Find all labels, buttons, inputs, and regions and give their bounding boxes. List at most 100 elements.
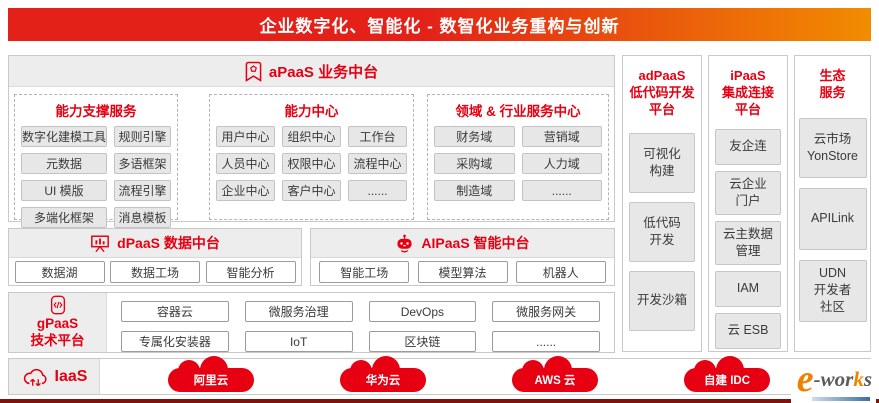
- service-chip: IAM: [715, 270, 781, 307]
- cloud-label: 自建 IDC: [704, 374, 750, 387]
- service-chip: 客户中心: [282, 180, 341, 201]
- badge-bookmark-icon: [245, 61, 262, 82]
- adpaas-panel: adPaaS 低代码开发 平台 可视化 构建 低代码 开发 开发沙箱: [622, 55, 702, 352]
- service-chip: 人员中心: [216, 153, 275, 174]
- cloud-shape: AWS 云: [512, 355, 598, 392]
- domain-industry-group: 领域 & 行业服务中心 财务域 营销域 采购域 人力域 制造域 ......: [427, 94, 609, 220]
- service-chip: 智能分析: [205, 261, 296, 283]
- code-icon: [48, 295, 68, 315]
- cloud-label: AWS 云: [534, 374, 576, 387]
- aipaas-body: 智能工场 模型算法 机器人: [311, 258, 614, 286]
- service-chip: 模型算法: [417, 261, 508, 283]
- gpaas-panel: gPaaS 技术平台 容器云 微服务治理 DevOps 微服务网关 专属化安装器…: [8, 292, 615, 353]
- service-chip: 云主数据 管理: [715, 220, 781, 265]
- apaas-header: aPaaS 业务中台: [9, 56, 614, 87]
- service-chip: IoT: [244, 331, 353, 352]
- ipaas-panel: iPaaS 集成连接 平台 友企连 云企业 门户 云主数据 管理 IAM 云 E…: [708, 55, 788, 352]
- service-chip: 规则引擎: [114, 126, 171, 147]
- service-chip: 财务域: [434, 126, 515, 147]
- eworks-logo-k: k: [853, 366, 864, 391]
- presentation-chart-icon: [90, 234, 110, 253]
- service-chip: 云企业 门户: [715, 170, 781, 215]
- eworks-logo-underline: [812, 397, 870, 401]
- service-chip: 开发沙箱: [629, 270, 695, 331]
- service-chip: 云 ESB: [715, 312, 781, 349]
- aipaas-title: AIPaaS 智能中台: [421, 235, 530, 251]
- page-title: 企业数字化、智能化 - 数智化业务重构与创新: [259, 17, 620, 36]
- cloud-shape: 阿里云: [168, 355, 254, 392]
- aipaas-header: AIPaaS 智能中台: [311, 229, 614, 258]
- eworks-logo-e: e: [796, 358, 814, 400]
- service-chip: 用户中心: [216, 126, 275, 147]
- service-chip: 微服务网关: [492, 301, 600, 322]
- service-chip: 云市场 YonStore: [798, 117, 867, 178]
- capability-support-group: 能力支撑服务 数字化建模工具 规则引擎 元数据 多语框架 UI 模版 流程引擎 …: [14, 94, 178, 228]
- service-chip: 数据工场: [110, 261, 200, 283]
- cloud-label: 华为云: [365, 374, 401, 387]
- group-title: 能力中心: [284, 104, 339, 119]
- service-chip: 智能工场: [319, 261, 410, 283]
- service-chip: UDN 开发者 社区: [798, 259, 867, 322]
- service-chip: 数字化建模工具: [21, 126, 108, 147]
- service-chip: 容器云: [121, 301, 229, 322]
- service-chip: 权限中心: [282, 153, 341, 174]
- robot-icon: [395, 234, 414, 253]
- group-title: 领域 & 行业服务中心: [455, 104, 581, 119]
- service-chip: 多语框架: [114, 153, 171, 174]
- service-chip: ......: [492, 331, 600, 352]
- service-chip: 低代码 开发: [629, 201, 695, 262]
- service-chip: 流程中心: [348, 153, 407, 174]
- service-chip: 组织中心: [282, 126, 341, 147]
- service-chip: 元数据: [21, 153, 108, 174]
- cloud-transfer-icon: [21, 366, 49, 388]
- service-chip: 专属化安装器: [121, 331, 229, 352]
- service-chip: ......: [521, 180, 602, 201]
- ipaas-title: iPaaS 集成连接 平台: [721, 68, 774, 117]
- eworks-logo-text: -wor: [813, 366, 854, 391]
- cloud-label: 阿里云: [193, 374, 229, 387]
- iaas-title: IaaS: [54, 367, 88, 385]
- gpaas-title: gPaaS 技术平台: [30, 316, 85, 348]
- eco-services-panel: 生态 服务 云市场 YonStore APILink UDN 开发者 社区: [794, 55, 871, 352]
- service-chip: 人力域: [521, 153, 602, 174]
- group-title: 能力支撑服务: [55, 104, 137, 119]
- service-chip: DevOps: [368, 301, 477, 322]
- service-chip: 多端化框架: [21, 207, 108, 228]
- eco-services-title: 生态 服务: [819, 68, 846, 100]
- service-chip: ......: [348, 180, 407, 201]
- dpaas-panel: dPaaS 数据中台 数据湖 数据工场 智能分析: [8, 228, 302, 286]
- aipaas-panel: AIPaaS 智能中台 智能工场 模型算法 机器人: [310, 228, 615, 286]
- service-chip: 流程引擎: [114, 180, 171, 201]
- service-chip: 企业中心: [216, 180, 275, 201]
- apaas-title: aPaaS 业务中台: [268, 63, 379, 81]
- title-banner: 企业数字化、智能化 - 数智化业务重构与创新: [8, 8, 871, 41]
- service-chip: 消息模板: [114, 207, 171, 228]
- apaas-body: 能力支撑服务 数字化建模工具 规则引擎 元数据 多语框架 UI 模版 流程引擎 …: [9, 87, 614, 228]
- gpaas-label-cell: gPaaS 技术平台: [9, 293, 107, 352]
- footer-accent-bar: [0, 399, 879, 403]
- adpaas-title: adPaaS 低代码开发 平台: [629, 68, 695, 117]
- service-chip: UI 模版: [21, 180, 108, 201]
- capability-center-group: 能力中心 用户中心 组织中心 工作台 人员中心 权限中心 流程中心 企业中心 客…: [209, 94, 414, 220]
- cloud-shape: 华为云: [340, 355, 426, 392]
- service-chip: 机器人: [515, 261, 606, 283]
- service-chip: 数据湖: [14, 261, 105, 283]
- service-chip: 营销域: [521, 126, 602, 147]
- cloud-shape: 自建 IDC: [684, 355, 770, 392]
- service-chip: 工作台: [348, 126, 407, 147]
- dpaas-header: dPaaS 数据中台: [9, 229, 301, 258]
- dpaas-body: 数据湖 数据工场 智能分析: [9, 258, 301, 286]
- service-chip: 微服务治理: [244, 301, 353, 322]
- service-chip: 友企连: [715, 128, 781, 165]
- gpaas-body: 容器云 微服务治理 DevOps 微服务网关 专属化安装器 IoT 区块链 ..…: [107, 293, 614, 352]
- service-chip: 区块链: [368, 331, 477, 352]
- iaas-clouds: 阿里云 华为云 AWS 云 自建 IDC: [100, 355, 870, 394]
- service-chip: APILink: [798, 187, 867, 250]
- eworks-logo-s: s: [863, 366, 872, 391]
- dpaas-title: dPaaS 数据中台: [117, 235, 220, 251]
- service-chip: 可视化 构建: [629, 132, 695, 193]
- service-chip: 制造域: [434, 180, 515, 201]
- iaas-panel: IaaS 阿里云 华为云 AWS 云 自建 IDC: [8, 355, 871, 395]
